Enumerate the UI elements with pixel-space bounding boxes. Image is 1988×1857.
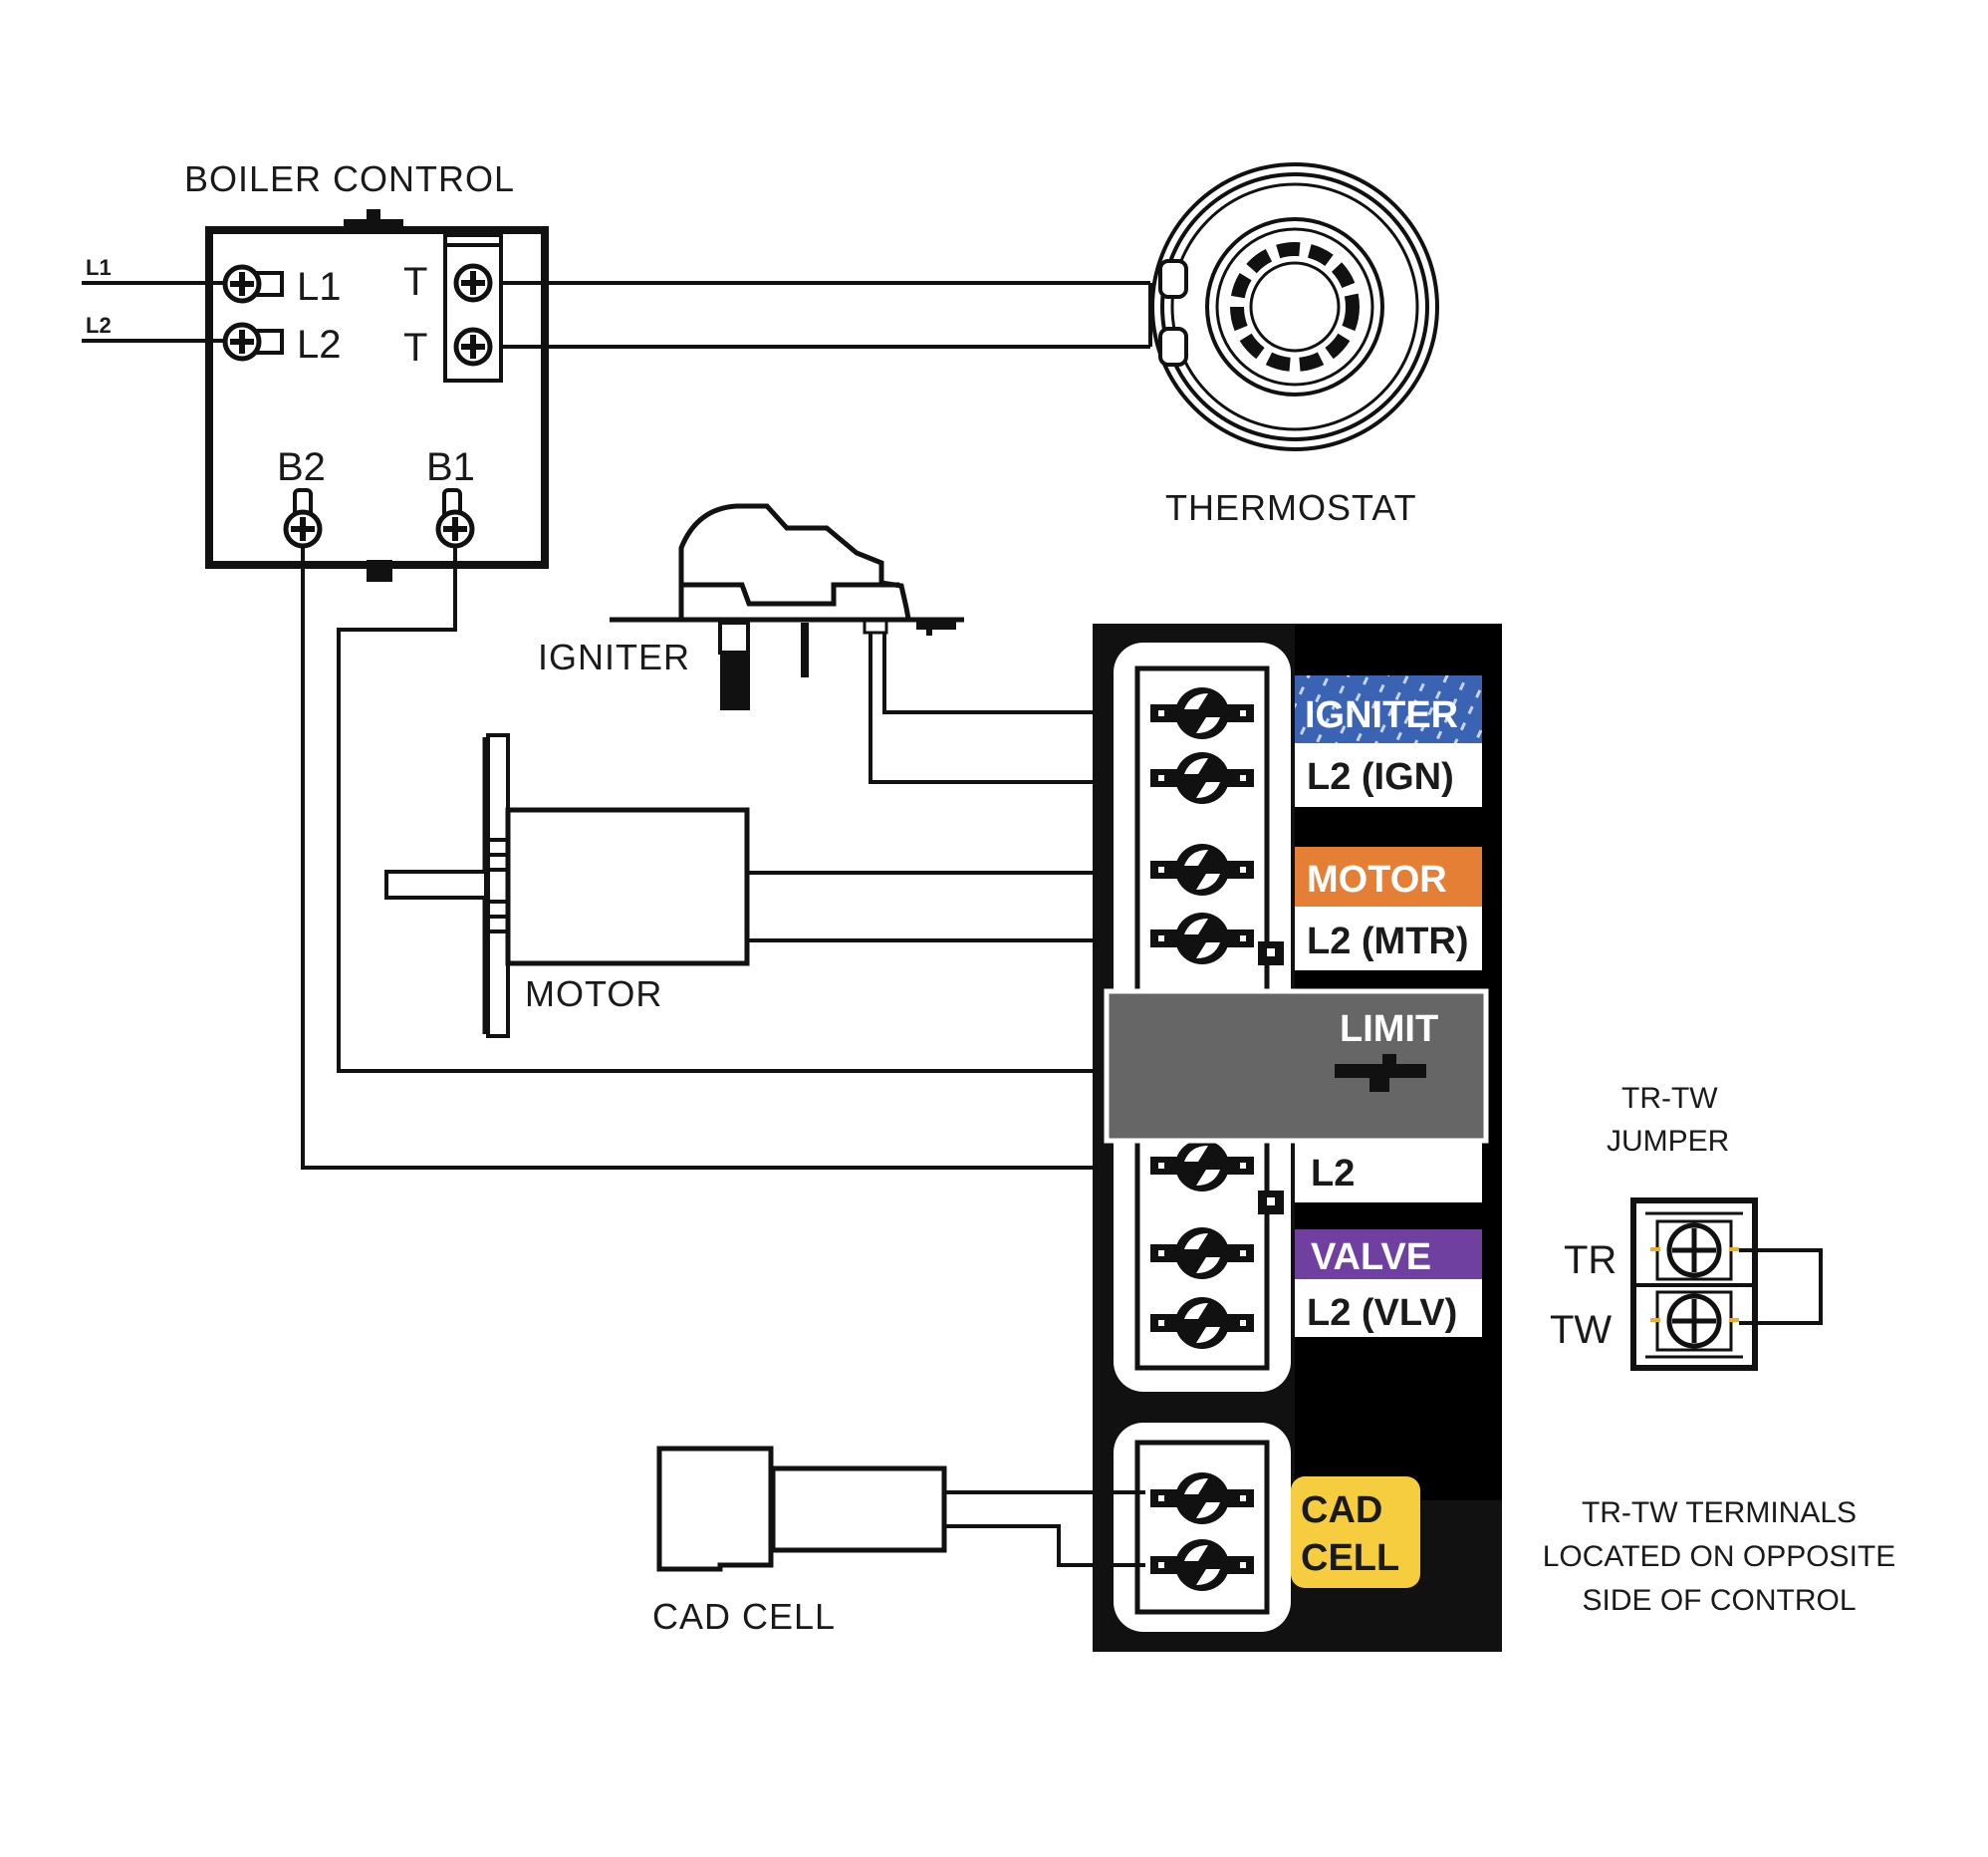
wire-cad-2: [944, 1524, 1145, 1567]
wire-b2-l2: [301, 546, 1145, 1170]
tag-cad-text-2: CELL: [1301, 1537, 1399, 1579]
tag-motor: [1295, 847, 1482, 907]
jumper-title-2: JUMPER: [1607, 1125, 1729, 1158]
cad-cell: CAD CELL: [652, 1446, 947, 1637]
jumper-title-1: TR-TW: [1621, 1082, 1718, 1115]
tag-l2-text: L2: [1311, 1153, 1355, 1194]
tag-igniter-l2: [1295, 743, 1482, 807]
tag-igniter-text: IGNITER: [1305, 694, 1458, 736]
tag-igniter: [1295, 675, 1482, 743]
terminal-tw: [1650, 1290, 1739, 1352]
wire-igniter-2: [869, 633, 1145, 784]
l1-input-label: L1: [86, 255, 112, 280]
tag-igniter-l2-text: L2 (IGN): [1307, 756, 1454, 798]
tag-valve-text: VALVE: [1311, 1236, 1431, 1278]
terminal-tr-label: TR: [1564, 1238, 1616, 1282]
igniter: IGNITER: [538, 503, 964, 710]
terminal-b1: [438, 488, 472, 546]
terminal-b1-label: B1: [426, 445, 475, 489]
terminal-b2-label: B2: [277, 445, 326, 489]
thermostat-label: THERMOSTAT: [1165, 487, 1417, 528]
wire-igniter-1: [882, 633, 1145, 714]
terminal-t2: [456, 330, 490, 364]
tag-limit-text: LIMIT: [1340, 1008, 1438, 1050]
tr-tw-jumper: TR-TW JUMPER TR TW TR-TW TERMINALS LOCAT…: [1543, 1082, 1896, 1617]
primary-control: IGNITER L2 (IGN) MOTOR L2 (MTR) LIMIT L2…: [1093, 624, 1502, 1652]
cad-cell-label: CAD CELL: [652, 1596, 836, 1637]
terminal-t2-label: T: [403, 326, 427, 370]
tag-cad-text-1: CAD: [1301, 1489, 1382, 1531]
jumper-note-2: LOCATED ON OPPOSITE: [1543, 1540, 1896, 1573]
l2-input-label: L2: [86, 313, 112, 338]
jumper-note-3: SIDE OF CONTROL: [1582, 1584, 1856, 1617]
terminal-tw-label: TW: [1550, 1308, 1612, 1352]
tag-valve-l2: [1295, 1279, 1482, 1337]
tag-motor-l2-text: L2 (MTR): [1307, 921, 1469, 962]
terminal-l1: [225, 267, 284, 301]
terminal-l2: [225, 325, 284, 359]
boiler-control: BOILER CONTROL L1 L2 L1 L2 T T B2 B1: [82, 158, 549, 582]
tag-valve: [1295, 1229, 1482, 1279]
terminal-t1-label: T: [403, 260, 427, 304]
terminal-limit: [1335, 1064, 1426, 1078]
terminal-tr: [1650, 1219, 1739, 1281]
motor: MOTOR: [384, 733, 750, 1038]
wire-b1-limit: [337, 546, 1379, 1073]
terminal-b2: [286, 488, 320, 546]
igniter-label: IGNITER: [538, 637, 690, 677]
tag-l2: [1295, 1141, 1482, 1202]
terminal-l1-label: L1: [297, 265, 342, 309]
boiler-control-title: BOILER CONTROL: [184, 158, 515, 199]
tag-valve-l2-text: L2 (VLV): [1307, 1292, 1457, 1334]
terminal-t1: [456, 266, 490, 300]
thermostat: THERMOSTAT: [1150, 162, 1439, 528]
jumper-note-1: TR-TW TERMINALS: [1582, 1496, 1857, 1529]
tag-motor-text: MOTOR: [1307, 859, 1447, 901]
tag-cad-cell: [1291, 1476, 1420, 1588]
terminal-l2-label: L2: [297, 323, 342, 367]
motor-label: MOTOR: [525, 973, 662, 1014]
tag-motor-l2: [1295, 907, 1482, 970]
jumper-wire: [1739, 1248, 1823, 1325]
